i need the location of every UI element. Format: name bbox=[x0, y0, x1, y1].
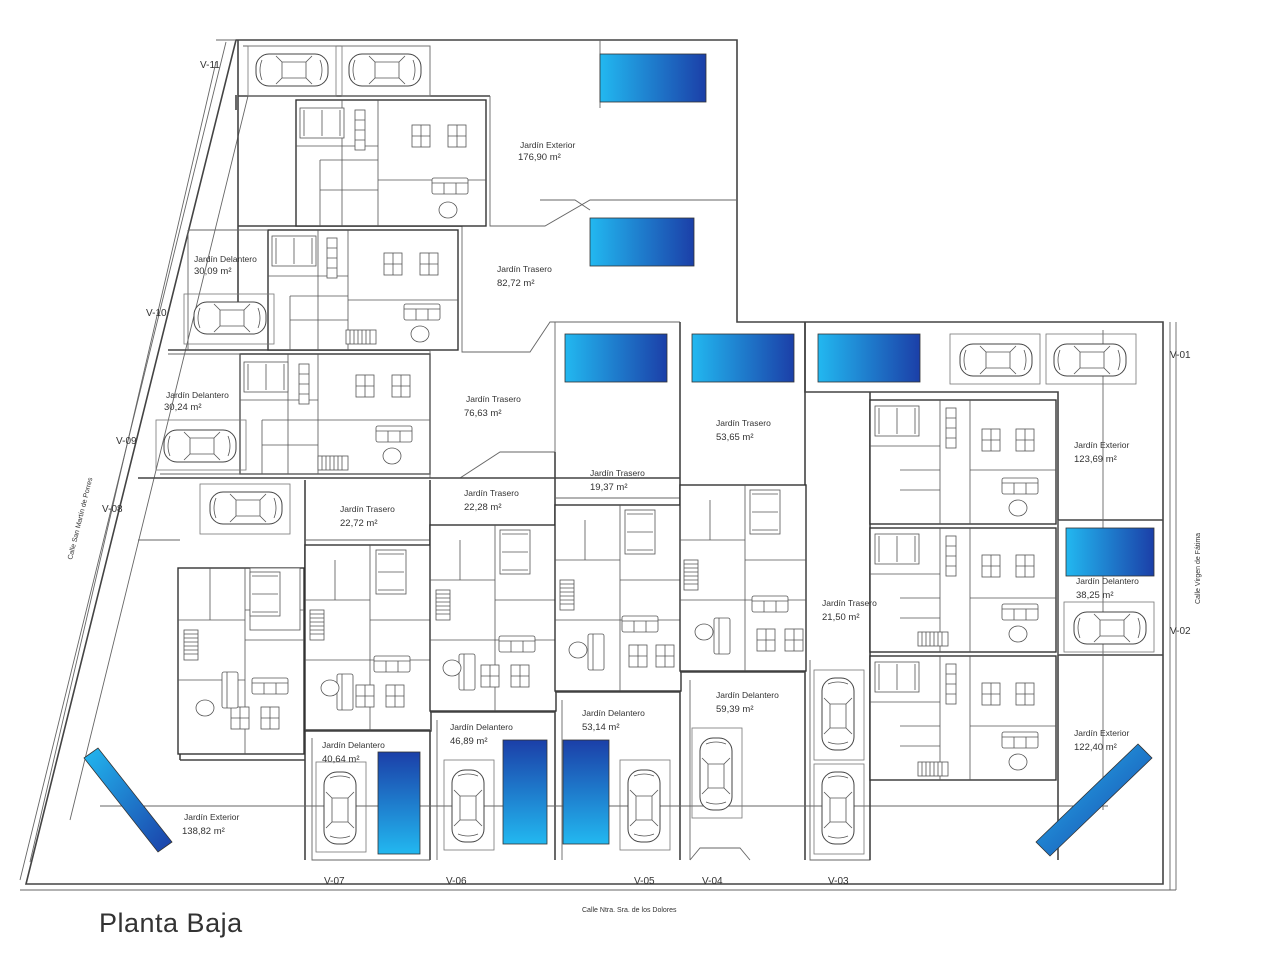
pool-v11 bbox=[599, 53, 707, 103]
unit-label-v08: V-08 bbox=[102, 504, 123, 515]
garden-label: Jardín Trasero bbox=[497, 264, 552, 274]
garden-area: 176,90 m² bbox=[518, 152, 561, 163]
garden-label: Jardín Trasero bbox=[590, 468, 645, 478]
garden-area: 138,82 m² bbox=[182, 826, 225, 837]
pool-left bbox=[83, 747, 173, 853]
unit-label-v01: V-01 bbox=[1170, 350, 1191, 361]
garden-area: 30,09 m² bbox=[194, 266, 232, 277]
garden-area: 22,28 m² bbox=[464, 502, 502, 513]
garden-label: Jardín Delantero bbox=[1076, 576, 1139, 586]
unit-label-v06: V-06 bbox=[446, 876, 467, 887]
garden-label: Jardín Delantero bbox=[582, 708, 645, 718]
street-left: Calle San Martín de Porres bbox=[67, 476, 94, 560]
unit-label-v09: V-09 bbox=[116, 436, 137, 447]
garden-area: 19,37 m² bbox=[590, 482, 628, 493]
garden-label: Jardín Delantero bbox=[166, 390, 229, 400]
unit-label-v04: V-04 bbox=[702, 876, 723, 887]
pool-v10 bbox=[589, 217, 695, 267]
garden-label: Jardín Exterior bbox=[520, 140, 575, 150]
garden-label: Jardín Exterior bbox=[1074, 440, 1129, 450]
site-boundary bbox=[24, 39, 1164, 885]
unit-label-v07: V-07 bbox=[324, 876, 345, 887]
pool-right bbox=[1035, 743, 1153, 857]
garden-area: 46,89 m² bbox=[450, 736, 488, 747]
garden-area: 22,72 m² bbox=[340, 518, 378, 529]
street-right: Calle Virgen de Fátima bbox=[1195, 533, 1202, 604]
street-bottom: Calle Ntra. Sra. de los Dolores bbox=[582, 907, 677, 914]
pool-v01 bbox=[817, 333, 921, 383]
garden-area: 21,50 m² bbox=[822, 612, 860, 623]
garden-label: Jardín Delantero bbox=[450, 722, 513, 732]
unit-label-v03: V-03 bbox=[828, 876, 849, 887]
garden-area: 82,72 m² bbox=[497, 278, 535, 289]
garden-area: 53,14 m² bbox=[582, 722, 620, 733]
unit-label-v11: V-11 bbox=[200, 60, 220, 71]
plan-title: Planta Baja bbox=[99, 908, 243, 938]
pool-v04 bbox=[691, 333, 795, 383]
garden-label: Jardín Delantero bbox=[194, 254, 257, 264]
pool-v02 bbox=[1065, 527, 1155, 577]
garden-label: Jardín Trasero bbox=[716, 418, 771, 428]
garden-label: Jardín Delantero bbox=[716, 690, 779, 700]
pool-v05 bbox=[562, 739, 610, 845]
pool-v06 bbox=[502, 739, 548, 845]
garden-label: Jardín Trasero bbox=[340, 504, 395, 514]
garden-label: Jardín Exterior bbox=[1074, 728, 1129, 738]
garden-area: 38,25 m² bbox=[1076, 590, 1114, 601]
garden-label: Jardín Trasero bbox=[822, 598, 877, 608]
garden-label: Jardín Exterior bbox=[184, 812, 239, 822]
garden-area: 123,69 m² bbox=[1074, 454, 1117, 465]
pool-v09 bbox=[564, 333, 668, 383]
garden-label: Jardín Trasero bbox=[466, 394, 521, 404]
garden-area: 40,64 m² bbox=[322, 754, 360, 765]
garden-area: 30,24 m² bbox=[164, 402, 202, 413]
garden-area: 76,63 m² bbox=[464, 408, 502, 419]
garden-label: Jardín Trasero bbox=[464, 488, 519, 498]
garden-area: 122,40 m² bbox=[1074, 742, 1117, 753]
pool-v07 bbox=[377, 751, 421, 855]
garden-area: 59,39 m² bbox=[716, 704, 754, 715]
unit-label-v05: V-05 bbox=[634, 876, 655, 887]
unit-label-v02: V-02 bbox=[1170, 626, 1191, 637]
garden-area: 53,65 m² bbox=[716, 432, 754, 443]
unit-label-v10: V-10 bbox=[146, 308, 167, 319]
garden-label: Jardín Delantero bbox=[322, 740, 385, 750]
